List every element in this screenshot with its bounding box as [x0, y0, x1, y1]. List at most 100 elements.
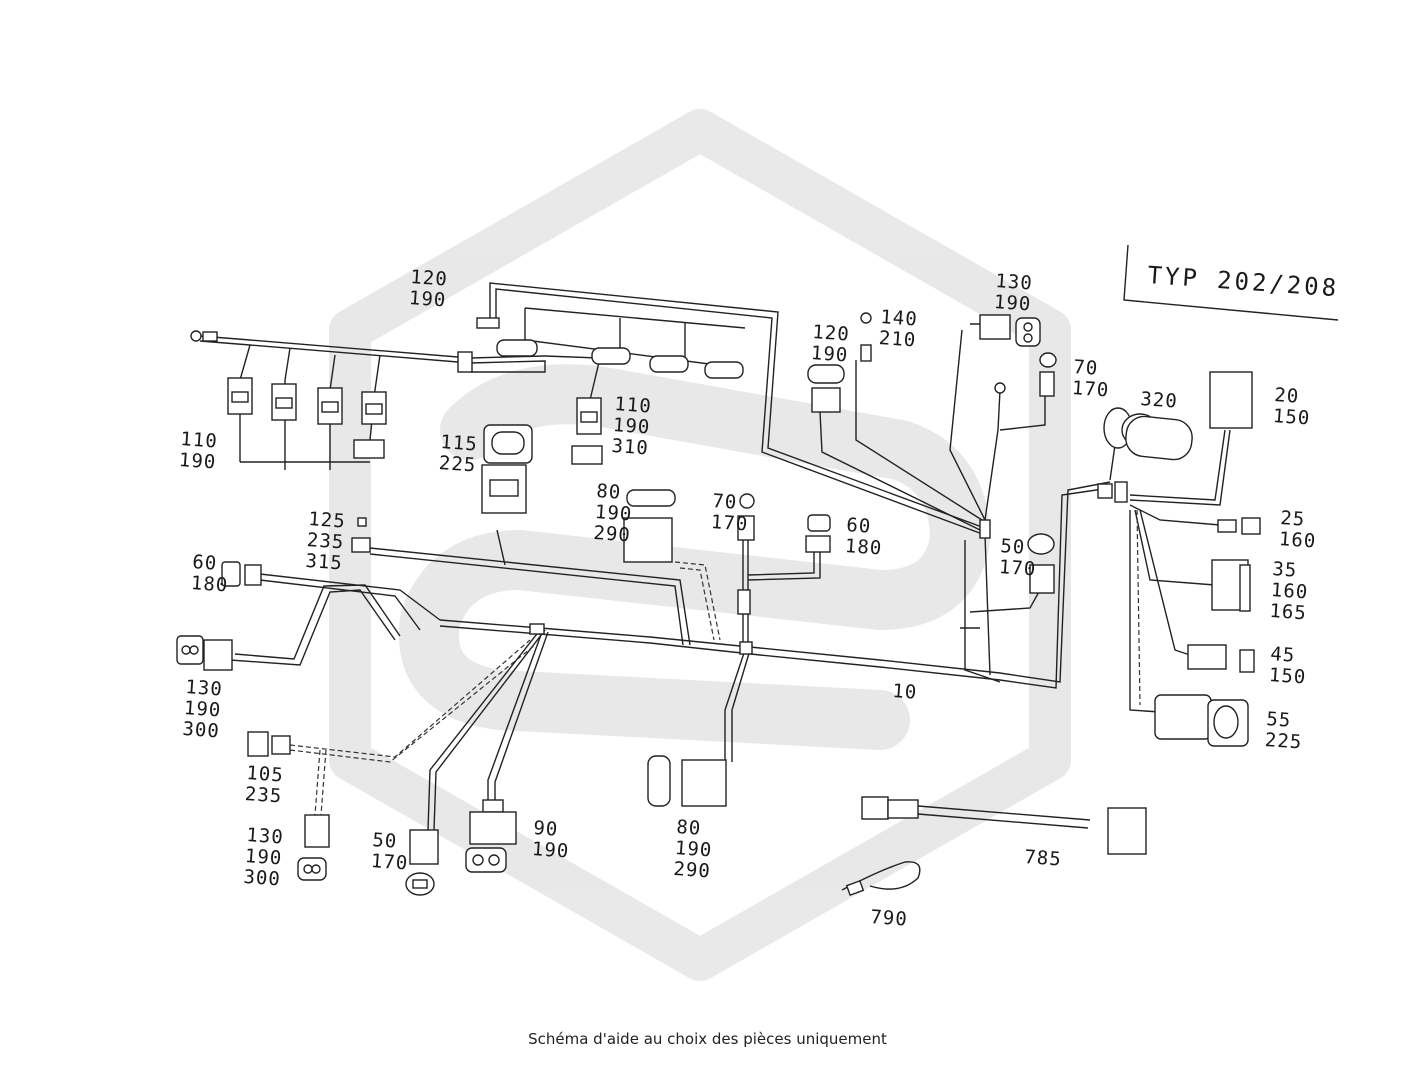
cable-tie-790: [841, 861, 921, 896]
part-label-l06: 60180: [190, 551, 230, 596]
part-label-line: 315: [305, 550, 344, 575]
part-label-l28: 785: [1024, 846, 1063, 871]
part-label-l23: 35160165: [1269, 558, 1311, 624]
part-label-line: 60: [192, 551, 218, 575]
part-label-line: 790: [870, 906, 909, 931]
part-label-l07: 130190300: [182, 676, 224, 742]
part-label-line: 120: [812, 321, 851, 346]
part-label-l16: 120190: [810, 321, 850, 366]
part-label-l12: 80190290: [593, 480, 635, 546]
part-label-line: 160: [1278, 528, 1317, 553]
part-label-l04: 115225: [438, 431, 478, 476]
part-label-l14: 70170: [710, 490, 750, 535]
part-label-line: 190: [531, 838, 570, 863]
part-label-line: 190: [612, 414, 651, 439]
part-label-l03: 110190310: [611, 393, 653, 459]
part-label-line: 80: [676, 816, 702, 840]
part-label-l02: 110190: [178, 428, 218, 473]
part-label-line: 190: [408, 287, 447, 312]
part-label-line: 320: [1140, 388, 1179, 413]
part-label-line: 70: [712, 490, 738, 514]
part-label-l29: 790: [870, 906, 909, 931]
part-label-line: 170: [370, 850, 409, 875]
part-label-line: 160: [1270, 579, 1309, 604]
part-label-line: 10: [892, 680, 918, 704]
part-number-labels: 1201901101901101903101152251252353156018…: [178, 266, 1318, 931]
part-label-line: 70: [1073, 356, 1099, 380]
part-label-line: 115: [440, 431, 479, 456]
type-title-box: TYP 202/208: [1123, 244, 1340, 321]
part-label-line: 235: [306, 529, 345, 554]
part-label-line: 55: [1266, 708, 1292, 732]
watermark-logo: [329, 109, 1071, 981]
part-label-l19: 70170: [1071, 356, 1111, 401]
part-label-line: 225: [1264, 729, 1303, 754]
part-label-line: 50: [1000, 535, 1026, 559]
part-label-line: 210: [878, 327, 917, 352]
part-label-line: 190: [993, 291, 1032, 316]
part-label-line: 190: [178, 449, 217, 474]
part-label-line: 170: [998, 556, 1037, 581]
cable-785: [861, 796, 1147, 855]
part-label-line: 190: [183, 697, 222, 722]
part-label-l21: 20150: [1272, 384, 1312, 429]
part-label-l11: 90190: [531, 817, 571, 862]
part-label-l01: 120190: [408, 266, 448, 311]
part-label-line: 45: [1270, 643, 1296, 667]
part-label-line: 130: [995, 270, 1034, 295]
part-label-line: 290: [673, 858, 712, 883]
part-label-line: 235: [244, 783, 283, 808]
part-label-l17: 140210: [878, 306, 918, 351]
part-label-l18: 130190: [993, 270, 1033, 315]
part-label-l15: 60180: [844, 514, 884, 559]
type-title: TYP 202/208: [1147, 261, 1340, 302]
part-label-line: 300: [243, 866, 282, 891]
part-label-line: 300: [182, 718, 221, 743]
part-label-l10: 50170: [370, 829, 410, 874]
dashed-wires: [289, 509, 1141, 816]
part-label-line: 170: [710, 511, 749, 536]
part-label-line: 170: [1071, 377, 1110, 402]
part-label-l09: 130190300: [243, 824, 285, 890]
part-label-l22: 25160: [1278, 507, 1318, 552]
harness-wires: [199, 282, 1231, 831]
part-label-line: 225: [438, 452, 477, 477]
part-label-line: 290: [593, 522, 632, 547]
part-label-line: 130: [246, 824, 285, 849]
part-label-l24: 45150: [1268, 643, 1308, 688]
part-label-line: 150: [1268, 664, 1307, 689]
part-label-line: 110: [180, 428, 219, 453]
part-label-line: 90: [533, 817, 559, 841]
page-caption: Schéma d'aide au choix des pièces unique…: [528, 1030, 887, 1048]
part-label-line: 130: [185, 676, 224, 701]
part-label-l08: 105235: [244, 762, 284, 807]
part-label-line: 60: [846, 514, 872, 538]
part-label-line: 80: [596, 480, 622, 504]
part-label-l26: 50170: [998, 535, 1038, 580]
part-label-line: 20: [1274, 384, 1300, 408]
part-label-line: 25: [1280, 507, 1306, 531]
part-label-line: 180: [844, 535, 883, 560]
part-label-line: 785: [1024, 846, 1063, 871]
part-label-line: 125: [308, 508, 347, 533]
part-label-line: 190: [594, 501, 633, 526]
part-label-l25: 55225: [1264, 708, 1304, 753]
part-label-line: 105: [246, 762, 285, 787]
part-label-line: 120: [410, 266, 449, 291]
part-label-line: 190: [810, 342, 849, 367]
part-label-line: 35: [1272, 558, 1298, 582]
part-label-line: 310: [611, 435, 650, 460]
part-label-line: 140: [880, 306, 919, 331]
part-label-line: 190: [244, 845, 283, 870]
part-label-line: 50: [372, 829, 398, 853]
part-label-l27: 10: [892, 680, 918, 704]
part-label-line: 190: [674, 837, 713, 862]
part-label-line: 150: [1272, 405, 1311, 430]
part-label-line: 180: [190, 572, 229, 597]
connectors: [176, 312, 1261, 896]
part-label-l20: 320: [1140, 388, 1179, 413]
part-label-l13: 80190290: [673, 816, 715, 882]
part-label-line: 165: [1269, 600, 1308, 625]
part-label-l05: 125235315: [305, 508, 347, 574]
